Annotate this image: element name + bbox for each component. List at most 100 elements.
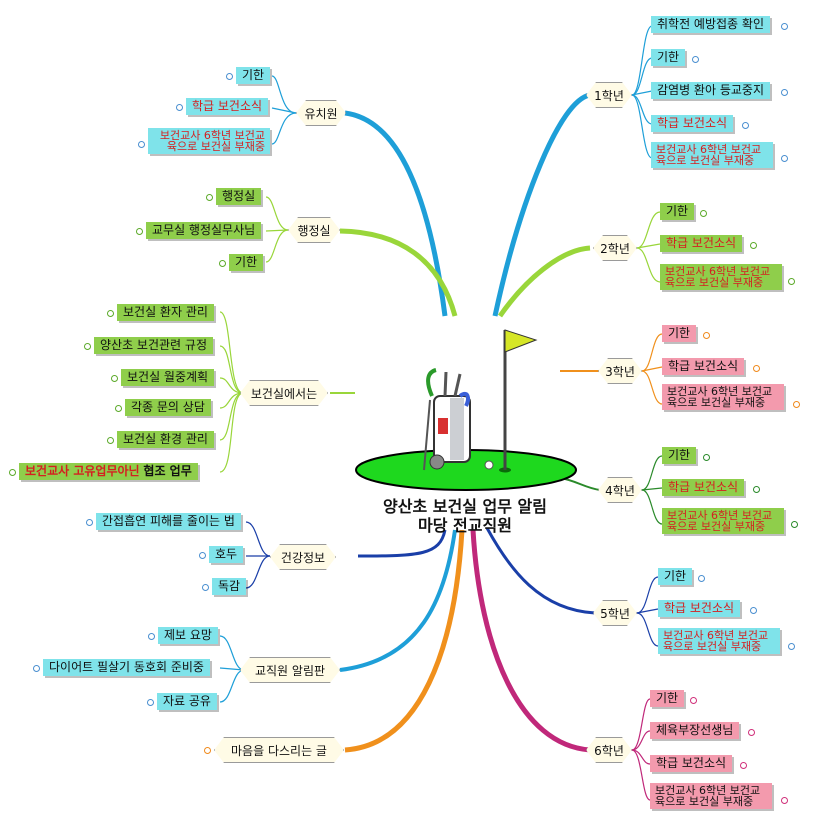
- expand-icon[interactable]: [84, 343, 91, 350]
- grade1-infection[interactable]: 감염병 환아 등교중지: [651, 82, 770, 99]
- topic-grade4[interactable]: 4학년: [598, 477, 642, 503]
- health-info-flu[interactable]: 독감: [212, 578, 247, 595]
- grade4-deadline[interactable]: 기한: [662, 447, 697, 464]
- golf-bag-illustration: [355, 329, 577, 491]
- cooperation-bold-text: 협조 업무: [143, 464, 192, 478]
- expand-icon[interactable]: [9, 469, 16, 476]
- expand-icon[interactable]: [740, 762, 747, 769]
- grade1-deadline[interactable]: 기한: [651, 49, 686, 66]
- topic-grade5[interactable]: 5학년: [593, 600, 637, 626]
- health-info-walnut[interactable]: 호두: [209, 546, 244, 563]
- grade3-deadline[interactable]: 기한: [662, 325, 697, 342]
- health-room-monthly-plan[interactable]: 보건실 월중계획: [121, 369, 215, 386]
- expand-icon[interactable]: [788, 278, 795, 285]
- expand-icon[interactable]: [219, 260, 226, 267]
- grade6-nurse-absent[interactable]: 보건교사 6학년 보건교육으로 보건실 부재중: [650, 783, 772, 809]
- topic-kindergarten[interactable]: 유치원: [296, 100, 346, 126]
- expand-icon[interactable]: [111, 375, 118, 382]
- grade6-pe-teacher[interactable]: 체육부장선생님: [650, 722, 740, 739]
- topic-grade3[interactable]: 3학년: [598, 358, 642, 384]
- health-room-environment[interactable]: 보건실 환경 관리: [117, 431, 214, 448]
- admin-office[interactable]: 행정실: [216, 188, 262, 205]
- kindergarten-nurse-absent[interactable]: 보건교사 6학년 보건교육으로 보건실 부재중: [148, 128, 270, 154]
- grade4-class-news[interactable]: 학급 보건소식: [662, 479, 745, 496]
- topic-health-info[interactable]: 건강정보: [270, 544, 336, 570]
- expand-icon[interactable]: [690, 697, 697, 704]
- grade5-deadline[interactable]: 기한: [658, 568, 693, 585]
- grade1-vaccination[interactable]: 취학전 예방접종 확인: [651, 16, 770, 33]
- staff-board-share[interactable]: 자료 공유: [157, 693, 217, 710]
- expand-icon[interactable]: [199, 552, 206, 559]
- health-room-cooperation[interactable]: 보건교사 고유업무아닌 협조 업무: [19, 463, 198, 480]
- grade2-class-news[interactable]: 학급 보건소식: [660, 235, 743, 252]
- expand-icon[interactable]: [107, 437, 114, 444]
- expand-icon[interactable]: [781, 155, 788, 162]
- expand-icon[interactable]: [86, 519, 93, 526]
- kindergarten-class-news[interactable]: 학급 보건소식: [186, 98, 269, 115]
- branch-admin: [339, 228, 458, 317]
- expand-icon[interactable]: [107, 310, 114, 317]
- grade2-deadline[interactable]: 기한: [660, 203, 695, 220]
- topic-admin[interactable]: 행정실: [288, 217, 340, 243]
- expand-icon[interactable]: [791, 521, 798, 528]
- expand-icon[interactable]: [781, 797, 788, 804]
- health-info-secondhand-smoke[interactable]: 간접흡연 피해를 줄이는 법: [96, 513, 241, 530]
- expand-icon[interactable]: [788, 643, 795, 650]
- expand-icon[interactable]: [692, 56, 699, 63]
- expand-icon[interactable]: [781, 89, 788, 96]
- grade2-nurse-absent[interactable]: 보건교사 6학년 보건교육으로 보건실 부재중: [660, 264, 782, 290]
- topic-grade1[interactable]: 1학년: [586, 82, 632, 108]
- expand-icon[interactable]: [793, 401, 800, 408]
- admin-staff[interactable]: 교무실 행정실무사님: [146, 222, 262, 239]
- expand-icon[interactable]: [176, 104, 183, 111]
- expand-icon[interactable]: [750, 607, 757, 614]
- health-room-consulting[interactable]: 각종 문의 상담: [125, 399, 211, 416]
- expand-icon[interactable]: [148, 633, 155, 640]
- expand-icon[interactable]: [781, 23, 788, 30]
- kindergarten-deadline[interactable]: 기한: [236, 67, 271, 84]
- grade1-nurse-absent[interactable]: 보건교사 6학년 보건교육으로 보건실 부재중: [651, 142, 773, 168]
- grade3-class-news[interactable]: 학급 보건소식: [662, 358, 745, 375]
- topic-mind[interactable]: 마음을 다스리는 글: [214, 737, 344, 763]
- grade6-class-news[interactable]: 학급 보건소식: [650, 755, 733, 772]
- grade5-class-news[interactable]: 학급 보건소식: [658, 600, 741, 617]
- expand-icon[interactable]: [226, 73, 233, 80]
- grade4-nurse-absent[interactable]: 보건교사 6학년 보건교육으로 보건실 부재중: [662, 508, 784, 534]
- health-room-patient-care[interactable]: 보건실 환자 관리: [117, 304, 214, 321]
- expand-icon[interactable]: [33, 665, 40, 672]
- expand-icon[interactable]: [138, 141, 145, 148]
- expand-icon[interactable]: [204, 747, 211, 754]
- branch-grade4: [559, 477, 601, 491]
- expand-icon[interactable]: [742, 122, 749, 129]
- cooperation-red-text: 보건교사 고유업무아닌: [25, 464, 140, 478]
- topic-grade6[interactable]: 6학년: [586, 737, 632, 763]
- expand-icon[interactable]: [753, 365, 760, 372]
- expand-icon[interactable]: [698, 575, 705, 582]
- grade6-deadline[interactable]: 기한: [650, 690, 685, 707]
- branch-grade1: [492, 92, 591, 317]
- central-topic[interactable]: 양산초 보건실 업무 알림 마당 전교직원: [350, 497, 580, 535]
- topic-grade2[interactable]: 2학년: [593, 235, 637, 261]
- expand-icon[interactable]: [748, 729, 755, 736]
- expand-icon[interactable]: [206, 194, 213, 201]
- admin-deadline[interactable]: 기한: [229, 254, 264, 271]
- expand-icon[interactable]: [147, 699, 154, 706]
- topic-staff-board[interactable]: 교직원 알림판: [240, 657, 340, 683]
- grade3-nurse-absent[interactable]: 보건교사 6학년 보건교육으로 보건실 부재중: [662, 384, 784, 410]
- expand-icon[interactable]: [753, 486, 760, 493]
- health-room-regulations[interactable]: 양산초 보건관련 규정: [94, 337, 213, 354]
- staff-board-report[interactable]: 제보 요망: [158, 627, 218, 644]
- central-topic-line2: 마당 전교직원: [418, 516, 512, 535]
- expand-icon[interactable]: [750, 242, 757, 249]
- expand-icon[interactable]: [136, 228, 143, 235]
- expand-icon[interactable]: [703, 454, 710, 461]
- expand-icon[interactable]: [115, 405, 122, 412]
- expand-icon[interactable]: [703, 332, 710, 339]
- expand-icon[interactable]: [202, 584, 209, 591]
- topic-health-room[interactable]: 보건실에서는: [240, 380, 328, 406]
- grade1-class-news[interactable]: 학급 보건소식: [651, 115, 734, 132]
- branch-mind: [344, 529, 465, 753]
- staff-board-diet-club[interactable]: 다이어트 필살기 동호회 준비중: [43, 659, 210, 676]
- expand-icon[interactable]: [700, 210, 707, 217]
- grade5-nurse-absent[interactable]: 보건교사 6학년 보건교육으로 보건실 부재중: [658, 628, 780, 654]
